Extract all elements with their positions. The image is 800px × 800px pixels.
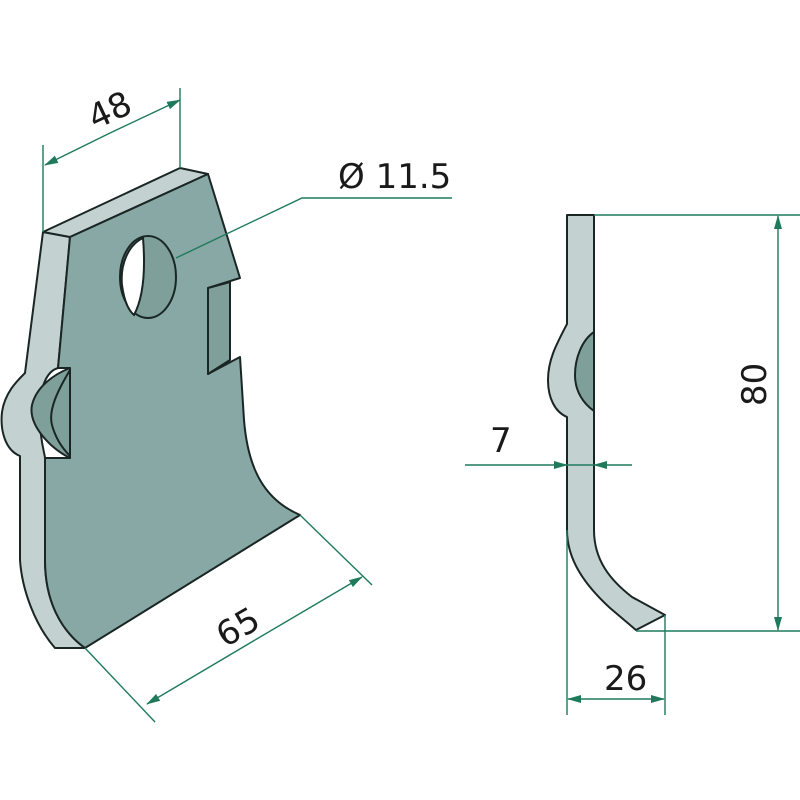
blade-bump-inner	[50, 369, 71, 457]
mounting-hole-opening	[120, 236, 145, 317]
dimension-bottom-edge-label: 65	[210, 600, 267, 656]
dimension-thickness-label: 7	[490, 421, 512, 461]
blade-profile	[547, 214, 666, 631]
dimension-hole-label: Ø 11.5	[338, 157, 451, 197]
dimension-width-label: 48	[82, 84, 138, 139]
blade-side-view	[547, 214, 666, 631]
dimension-height-label: 80	[735, 363, 775, 406]
blade-profile-recess	[574, 331, 595, 412]
blade-front-face	[44, 173, 301, 649]
dimension-offset: 26	[566, 530, 666, 715]
blade-isometric-view	[0, 167, 301, 649]
dimension-offset-label: 26	[604, 659, 647, 699]
dimension-hole: Ø 11.5	[175, 157, 452, 259]
dimension-thickness: 7	[465, 421, 632, 469]
blade-notch-inner	[207, 281, 231, 375]
dimension-height: 80	[594, 214, 800, 632]
